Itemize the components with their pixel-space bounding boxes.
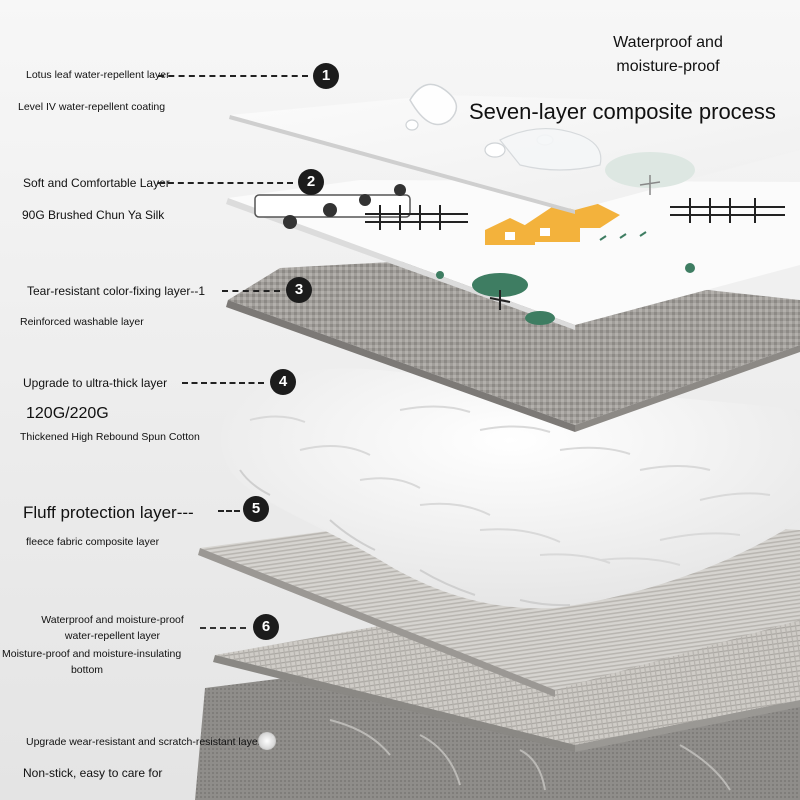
fence-print-icon bbox=[365, 198, 785, 230]
waterproof-caption-line2: moisture-proof bbox=[616, 58, 720, 75]
layer-1-name: Lotus leaf water-repellent layer bbox=[26, 69, 170, 81]
truck-print-icon bbox=[254, 184, 411, 229]
layer-7-name: Upgrade wear-resistant and scratch-resis… bbox=[26, 736, 272, 748]
layer-6-name-line1: Waterproof and moisture-proof bbox=[41, 614, 184, 626]
layer-2-badge: 2 bbox=[298, 169, 324, 195]
layer-2-name: Soft and Comfortable Layer bbox=[23, 176, 170, 190]
layer-7-marker bbox=[258, 732, 276, 750]
layer-4-detail: Thickened High Rebound Spun Cotton bbox=[20, 431, 200, 443]
layer-6-detail-line1: Moisture-proof and moisture-insulating bbox=[2, 648, 182, 660]
layer-1-detail: Level IV water-repellent coating bbox=[18, 101, 166, 113]
layer-6-detail-line2: bottom bbox=[70, 664, 104, 676]
layer-3-detail: Reinforced washable layer bbox=[20, 316, 144, 328]
layer-5-name: Fluff protection layer--- bbox=[23, 503, 194, 522]
page-title: Seven-layer composite process bbox=[469, 99, 776, 124]
layer-4-weight: 120G/220G bbox=[26, 405, 109, 422]
layer-3-leader-line bbox=[222, 290, 280, 292]
layer-6-badge: 6 bbox=[253, 614, 279, 640]
waterproof-caption: Waterproof and moisture-proof bbox=[598, 31, 738, 79]
layer-5-badge: 5 bbox=[243, 496, 269, 522]
layer-4-foam bbox=[220, 368, 800, 609]
layer-5-leader-line bbox=[218, 510, 240, 512]
layer-2-leader-line bbox=[158, 182, 293, 184]
layer-1-badge: 1 bbox=[313, 63, 339, 89]
layer-5-detail: fleece fabric composite layer bbox=[26, 536, 160, 548]
water-drop-icon bbox=[405, 83, 602, 171]
layer-6-detail: Moisture-proof and moisture-insulating b… bbox=[2, 646, 182, 678]
layer-7-detail: Non-stick, easy to care for bbox=[23, 766, 163, 780]
layer-2-detail: 90G Brushed Chun Ya Silk bbox=[22, 208, 165, 222]
layer-2-print bbox=[226, 180, 800, 330]
waterproof-caption-line1: Waterproof and bbox=[613, 34, 723, 51]
tree-print-icon bbox=[472, 273, 555, 325]
layer-6-leader-line bbox=[200, 627, 246, 629]
layer-1-leader-line bbox=[158, 75, 308, 77]
layer-4-name: Upgrade to ultra-thick layer bbox=[23, 376, 168, 390]
layer-6-name-line2: water-repellent layer bbox=[64, 630, 161, 642]
layer-3-badge: 3 bbox=[286, 277, 312, 303]
layer-4-leader-line bbox=[182, 382, 264, 384]
layer-4-badge: 4 bbox=[270, 369, 296, 395]
layer-3-name: Tear-resistant color-fixing layer--1 bbox=[27, 284, 206, 298]
layer-6-name: Waterproof and moisture-proof water-repe… bbox=[30, 612, 195, 644]
